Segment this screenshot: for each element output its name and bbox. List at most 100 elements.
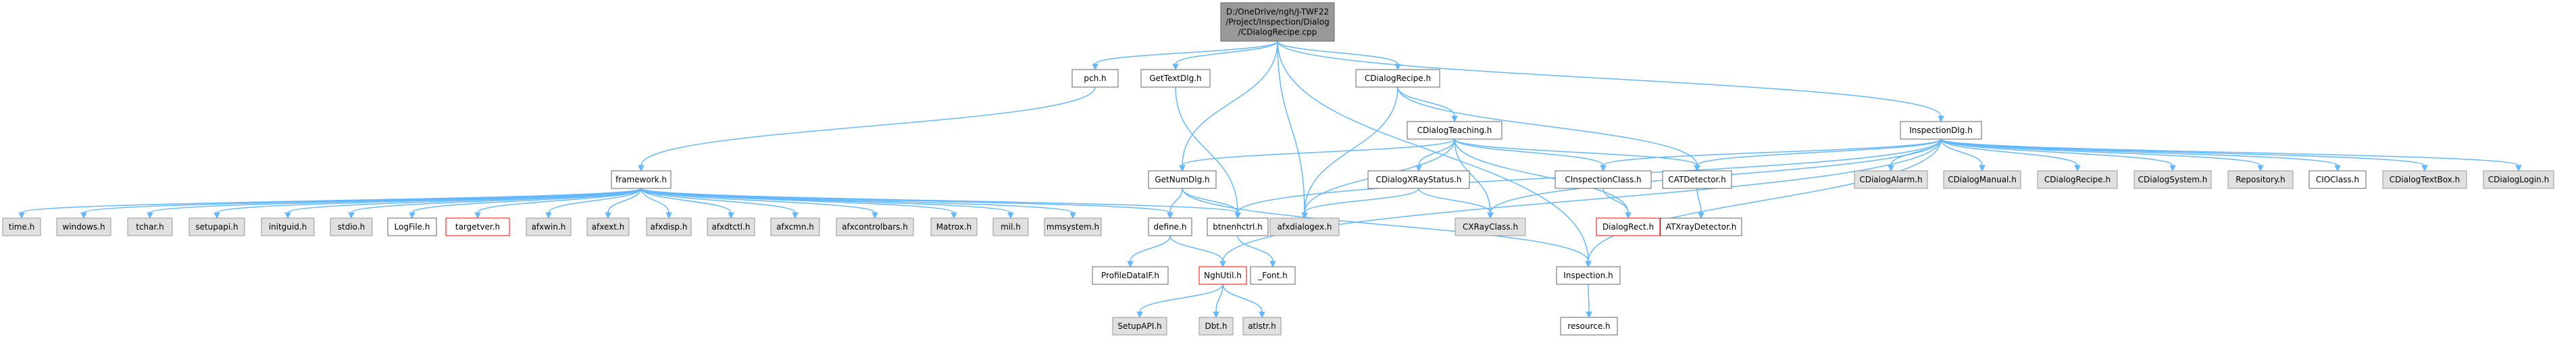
edge-InspectionDlg-to-CInspectionClass: [1600, 138, 1942, 172]
edge-arrowhead: [872, 212, 878, 219]
node-box: [1092, 266, 1169, 285]
edge-arrowhead: [1269, 261, 1276, 268]
edge-CDialogRecipe-to-CDialogTeaching: [1397, 86, 1458, 123]
node-box: [526, 217, 572, 236]
node-SetupAPI[interactable]: SetupAPI.h: [1112, 317, 1167, 336]
edge-arrowhead: [1698, 212, 1704, 219]
edge-InspectionDlg-to-Repository: [1940, 138, 2264, 172]
node-LogFile[interactable]: LogFile.h: [387, 217, 437, 236]
node-time[interactable]: time.h: [2, 217, 41, 236]
node-CDialogTeaching[interactable]: CDialogTeaching.h: [1407, 121, 1502, 140]
node-NghUtil[interactable]: NghUtil.h: [1198, 266, 1247, 285]
edge-define-to-ProfileDataIF: [1127, 235, 1171, 268]
node-CDialogAlarm[interactable]: CDialogAlarm.h: [1854, 170, 1928, 189]
node-CInspectionClass[interactable]: CInspectionClass.h: [1555, 170, 1652, 189]
edge-line: [1169, 235, 1223, 262]
edge-root-to-InspectionDlg: [1277, 41, 1944, 123]
node-afxwin[interactable]: afxwin.h: [526, 217, 572, 236]
edge-arrowhead: [1938, 115, 1944, 123]
edge-line: [1418, 188, 1491, 213]
edge-arrowhead: [792, 212, 799, 219]
node-DialogRect[interactable]: DialogRect.h: [1596, 217, 1661, 236]
node-label: InspectionDlg.h: [1909, 126, 1973, 135]
node-btnenhctrl[interactable]: btnenhctrl.h: [1207, 217, 1269, 236]
node-windows[interactable]: windows.h: [56, 217, 111, 236]
node-box: [1367, 170, 1470, 189]
node-ProfileDataIF[interactable]: ProfileDataIF.h: [1092, 266, 1169, 285]
edge-line: [1940, 138, 2519, 166]
node-box: [1596, 217, 1661, 236]
node-setupapi[interactable]: setupapi.h: [188, 217, 245, 236]
node-afxcontrolbars[interactable]: afxcontrolbars.h: [836, 217, 914, 236]
node-CDialogSystem[interactable]: CDialogSystem.h: [2133, 170, 2212, 189]
node-CDialogRecipe2[interactable]: CDialogRecipe.h: [2037, 170, 2118, 189]
node-tchar[interactable]: tchar.h: [127, 217, 173, 236]
node-Dbt[interactable]: Dbt.h: [1198, 317, 1234, 336]
edge-line: [1277, 41, 1942, 117]
edge-line: [1602, 188, 1629, 213]
node-afxcmn[interactable]: afxcmn.h: [770, 217, 820, 236]
node-label: afxwin.h: [532, 222, 566, 232]
node-box: [445, 217, 510, 236]
node-box: [1071, 69, 1119, 88]
edge-line: [149, 188, 642, 213]
node-label: CATDetector.h: [1668, 175, 1726, 184]
node-root[interactable]: D:/OneDrive/ngh/J-TWF22/Project/Inspecti…: [1220, 2, 1335, 42]
node-label: LogFile.h: [395, 222, 430, 232]
node-atlstr[interactable]: atlstr.h: [1242, 317, 1282, 336]
node-framework[interactable]: framework.h: [611, 170, 672, 189]
node-mil[interactable]: mil.h: [992, 217, 1029, 236]
node-CDialogLogin[interactable]: CDialogLogin.h: [2483, 170, 2554, 189]
node-afxdialogex[interactable]: afxdialogex.h: [1269, 217, 1340, 236]
edge-CDialogTeaching-to-GetNumDlg: [1179, 138, 1455, 172]
edge-framework-to-afxdtctl: [640, 188, 734, 219]
node-afxdtctl[interactable]: afxdtctl.h: [707, 217, 755, 236]
edge-framework-to-afxcmn: [640, 188, 799, 219]
node-label: time.h: [9, 222, 35, 232]
node-ATXrayDetector[interactable]: ATXrayDetector.h: [1660, 217, 1742, 236]
edge-line: [1277, 41, 1305, 213]
edge-line: [640, 188, 876, 213]
node-afxdisp[interactable]: afxdisp.h: [646, 217, 692, 236]
edge-line: [1130, 235, 1171, 262]
node-resource[interactable]: resource.h: [1560, 317, 1618, 336]
node-box: [127, 217, 173, 236]
edge-line: [607, 188, 642, 213]
node-box: [1900, 121, 1982, 140]
edge-btnenhctrl-to-Font: [1237, 235, 1276, 268]
node-CDialogManual[interactable]: CDialogManual.h: [1943, 170, 2021, 189]
node-box: [1220, 2, 1335, 42]
node-label: CIOClass.h: [2316, 175, 2359, 184]
node-InspectionDlg[interactable]: InspectionDlg.h: [1900, 121, 1982, 140]
node-box: [770, 217, 820, 236]
node-box: [1407, 121, 1502, 140]
node-CATDetector[interactable]: CATDetector.h: [1662, 170, 1732, 189]
node-CXRayClass[interactable]: CXRayClass.h: [1455, 217, 1526, 236]
node-targetver[interactable]: targetver.h: [445, 217, 510, 236]
node-CIOClass[interactable]: CIOClass.h: [2308, 170, 2367, 189]
node-Repository[interactable]: Repository.h: [2227, 170, 2294, 189]
node-initguid[interactable]: initguid.h: [261, 217, 315, 236]
edge-arrowhead: [1069, 212, 1076, 219]
node-afxext[interactable]: afxext.h: [586, 217, 630, 236]
node-mmsystem[interactable]: mmsystem.h: [1044, 217, 1102, 236]
node-CDialogTextBox[interactable]: CDialogTextBox.h: [2382, 170, 2467, 189]
node-GetNumDlg[interactable]: GetNumDlg.h: [1148, 170, 1217, 189]
node-CDialogRecipe[interactable]: CDialogRecipe.h: [1355, 69, 1440, 88]
node-pch[interactable]: pch.h: [1071, 69, 1119, 88]
node-stdio[interactable]: stdio.h: [330, 217, 373, 236]
node-define[interactable]: define.h: [1148, 217, 1192, 236]
node-Font[interactable]: _Font.h: [1250, 266, 1296, 285]
node-CDialogXRayStatus[interactable]: CDialogXRayStatus.h: [1367, 170, 1470, 189]
node-label: CDialogAlarm.h: [1859, 175, 1922, 184]
node-Inspection[interactable]: Inspection.h: [1556, 266, 1621, 285]
node-label: Dbt.h: [1205, 321, 1228, 331]
node-box: [586, 217, 630, 236]
edge-line: [1602, 138, 1942, 166]
node-box: [836, 217, 914, 236]
edge-line: [1175, 41, 1278, 65]
node-label: CDialogManual.h: [1948, 175, 2017, 184]
node-Matrox[interactable]: Matrox.h: [930, 217, 978, 236]
node-GetTextDlg[interactable]: GetTextDlg.h: [1140, 69, 1211, 88]
edge-arrowhead: [665, 212, 672, 219]
